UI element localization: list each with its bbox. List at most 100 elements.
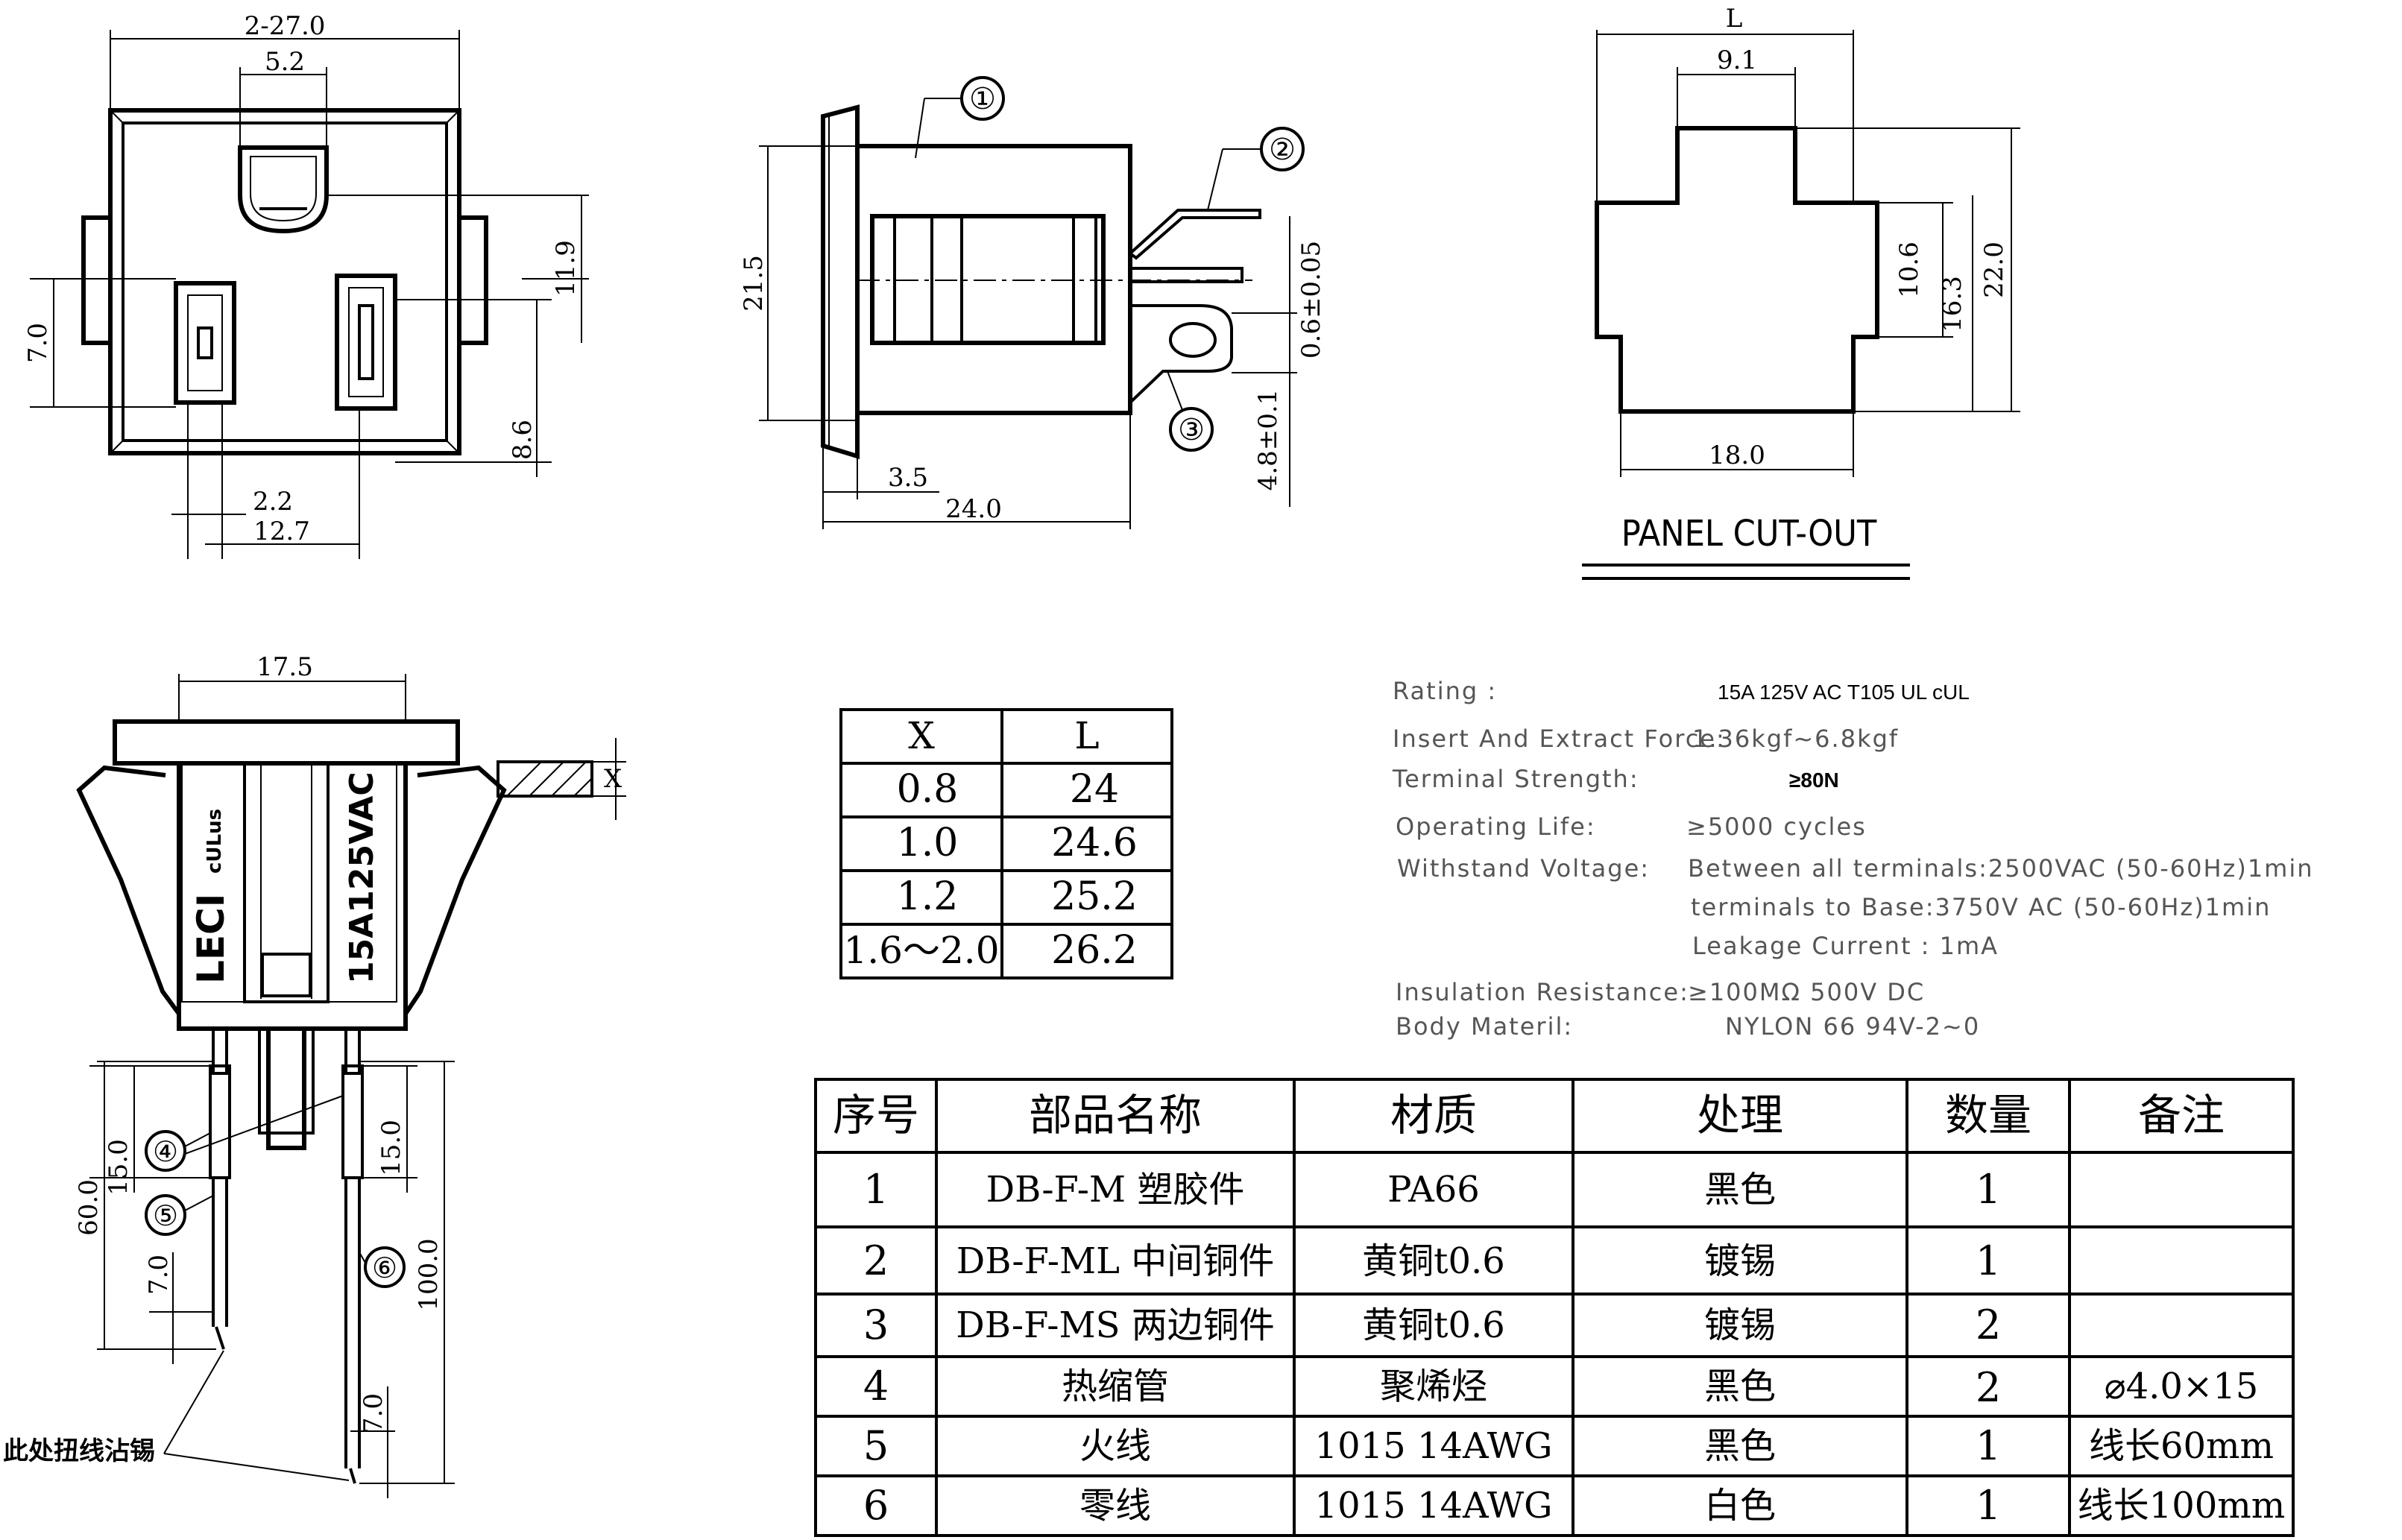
parts-cell: 1015 14AWG <box>1315 1485 1553 1527</box>
heat-shrink-left <box>209 1064 231 1179</box>
terminal-2 <box>1127 209 1261 260</box>
cert-mark: cULus <box>204 809 226 874</box>
xl-table: X L 0.8 24 1.0 24.6 1.2 25.2 1.6～2.0 26.… <box>839 708 1173 979</box>
parts-cell: 6 <box>863 1482 889 1529</box>
xl-header-x: X <box>908 714 935 757</box>
specifications: Rating : 15A 125V AC T105 UL cUL Insert … <box>1392 677 2314 1041</box>
dim-8-6: 8.6 <box>508 420 538 460</box>
dim-side-height: 21.5 <box>739 255 769 312</box>
neutral-slot <box>174 281 236 405</box>
parts-cell: 镀锡 <box>1704 1304 1776 1346</box>
parts-cell: 热缩管 <box>1062 1366 1169 1407</box>
dim-9-1: 9.1 <box>1717 45 1757 75</box>
dim-front-width: 2-27.0 <box>245 11 326 41</box>
dim-7-0-right: 7.0 <box>359 1393 388 1433</box>
parts-table: 序号 部品名称 材质 处理 数量 备注 1 DB-F-M 塑胶件 PA66 黑色… <box>814 1078 2295 1537</box>
spec-insert-value: 1.36kgf~6.8kgf <box>1692 725 1899 753</box>
parts-header: 处理 <box>1697 1090 1783 1140</box>
line-slot <box>335 274 397 411</box>
dim-12-7: 12.7 <box>253 517 310 546</box>
parts-header: 数量 <box>1945 1090 2031 1140</box>
parts-header: 序号 <box>833 1090 919 1140</box>
parts-cell: 2 <box>1976 1364 2001 1411</box>
spec-rating-label: Rating : <box>1393 677 1497 705</box>
front-flange-inner <box>122 122 448 442</box>
left-wing <box>76 765 181 1015</box>
dim-7-0-left: 7.0 <box>144 1255 174 1295</box>
panel-cutout-title: PANEL CUT-OUT <box>1621 513 1877 555</box>
parts-header: 备注 <box>2138 1090 2225 1140</box>
spec-withstand-1: Between all terminals:2500VAC (50-60Hz)1… <box>1688 854 2314 883</box>
parts-cell: 黄铜t0.6 <box>1362 1240 1505 1282</box>
dim-7-0: 7.0 <box>23 323 53 363</box>
callout-2: ② <box>1269 133 1296 167</box>
dim-L: L <box>1726 4 1743 34</box>
left-latch <box>81 215 113 345</box>
parts-cell: 黑色 <box>1704 1169 1776 1211</box>
bottom-view: LECI cULus 15A125VAC ④ ⑤ ⑥ 17.5 15.0 <box>3 652 626 1498</box>
xl-cell: 24 <box>1070 767 1119 812</box>
parts-cell: PA66 <box>1387 1169 1480 1211</box>
spec-insert-label: Insert And Extract Force: <box>1393 725 1726 753</box>
spec-leakage: Leakage Current : 1mA <box>1692 932 1999 960</box>
xl-cell: 25.2 <box>1051 874 1138 919</box>
dim-24-0: 24.0 <box>945 494 1002 524</box>
parts-cell: 1 <box>1976 1422 2001 1469</box>
dim-4-8: 4.8±0.1 <box>1253 389 1283 491</box>
callout-3: ③ <box>1178 413 1205 447</box>
dim-15-0-left: 15.0 <box>104 1139 133 1196</box>
xl-cell: 1.6～2.0 <box>843 929 999 972</box>
rating-label: 15A125VAC <box>343 771 381 984</box>
bottom-flange <box>113 719 460 766</box>
dim-ground-width: 5.2 <box>265 47 305 77</box>
parts-header: 部品名称 <box>1029 1090 1202 1140</box>
brand-label: LECI <box>189 894 233 984</box>
side-flange <box>821 104 860 460</box>
dim-18-0: 18.0 <box>1709 441 1765 470</box>
parts-cell: 1 <box>1976 1237 2001 1284</box>
right-wing <box>403 765 507 1015</box>
dim-x: X <box>604 764 622 794</box>
spec-life-value: ≥5000 cycles <box>1686 812 1867 841</box>
xl-header-l: L <box>1074 714 1099 757</box>
dim-3-5: 3.5 <box>888 463 928 493</box>
cutout-shape <box>1595 126 1879 414</box>
parts-cell: 1015 14AWG <box>1315 1425 1553 1467</box>
dim-15-0-right: 15.0 <box>376 1120 406 1176</box>
parts-cell: DB-F-MS 两边铜件 <box>956 1304 1275 1346</box>
dim-60-0: 60.0 <box>74 1179 104 1236</box>
solder-note: 此处扭线沾锡 <box>3 1436 155 1466</box>
parts-cell: 3 <box>863 1301 889 1348</box>
xl-cell: 1.2 <box>897 874 959 919</box>
parts-cell: ⌀4.0×15 <box>2105 1366 2259 1407</box>
parts-cell: 1 <box>863 1166 889 1213</box>
xl-cell: 24.6 <box>1051 821 1138 865</box>
spec-terminal-value: ≥80N <box>1789 769 1839 792</box>
parts-cell: 黑色 <box>1704 1425 1776 1467</box>
heat-shrink-right <box>341 1064 364 1179</box>
dim-0-6: 0.6±0.05 <box>1296 241 1326 359</box>
parts-cell: 黑色 <box>1704 1366 1776 1407</box>
spec-body-value: NYLON 66 94V-2~0 <box>1725 1012 1980 1041</box>
parts-cell: 2 <box>863 1237 889 1284</box>
xl-cell: 0.8 <box>897 767 959 812</box>
parts-cell: 聚烯烃 <box>1380 1366 1487 1407</box>
parts-cell: DB-F-ML 中间铜件 <box>956 1240 1275 1282</box>
dim-17-5: 17.5 <box>256 652 313 682</box>
spec-body-label: Body Materil: <box>1396 1012 1573 1041</box>
right-latch <box>457 215 488 345</box>
terminal-3 <box>1129 304 1233 404</box>
parts-cell: 5 <box>863 1422 889 1469</box>
parts-cell: 黄铜t0.6 <box>1362 1304 1505 1346</box>
parts-cell: 零线 <box>1079 1485 1151 1527</box>
spec-terminal-label: Terminal Strength: <box>1392 765 1639 793</box>
dim-22-0: 22.0 <box>1979 242 2009 298</box>
spec-life-label: Operating Life: <box>1396 812 1596 841</box>
callout-5: ⑤ <box>153 1199 178 1232</box>
front-flange-outline <box>108 108 461 455</box>
dim-16-3: 16.3 <box>1938 276 1967 332</box>
parts-cell: 1 <box>1976 1482 2001 1529</box>
xl-cell: 26.2 <box>1051 928 1138 973</box>
spec-insulation-label: Insulation Resistance: <box>1396 978 1689 1006</box>
